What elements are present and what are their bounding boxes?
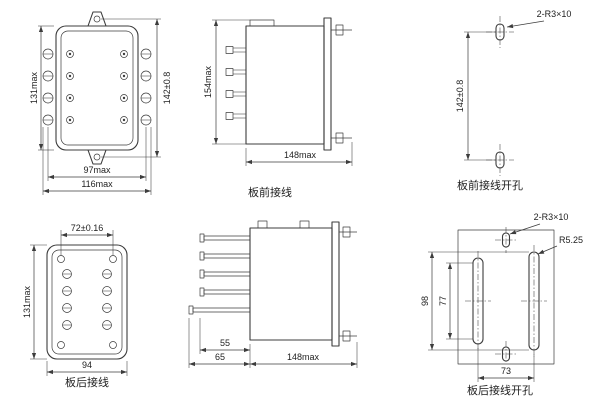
dim-label: 142±0.8 [455,80,465,112]
dimension-width-116: 116max [42,127,152,195]
dim-label: 77 [438,296,448,306]
dimension-slot-98: 98 [420,251,529,351]
dim-label: 154max [203,65,213,98]
hole-callout: 2-R3×10 [509,212,569,235]
view-front-wiring-side: 154max 148max 板前接线 [203,17,353,199]
mounting-slot-holes [495,227,517,362]
dim-label: 72±0.16 [71,223,103,233]
hole-callout: 2-R3×10 [506,9,572,29]
terminal-screws-side [225,46,246,120]
dimension-height-131: 131max [29,25,54,151]
dim-label: 148max [284,150,317,160]
dim-label: 131max [22,285,32,318]
mounting-studs [57,255,117,349]
terminal-holes [62,269,112,330]
dimension-depth-148: 148max [245,142,353,166]
dimension-pin-65: 65 [188,318,250,368]
dim-label: 94 [82,360,92,370]
dimension-height-154: 154max [203,19,250,145]
dim-label: 55 [220,338,230,348]
caption-front-wiring: 板前接线 [248,185,292,199]
terminal-screws-front [42,48,152,126]
dimension-width-97: 97max [47,127,147,181]
view-rear-wiring-front: 72±0.16 131max 94 板后接线 [22,223,128,389]
relay-case-rear-side [249,220,357,347]
dimension-depth-148: 148max [250,342,358,368]
dimension-width-94: 94 [46,360,128,376]
caption-rear-wiring-drill: 板后接线开孔 [467,383,533,397]
hole-note-label: 2-R3×10 [537,9,572,19]
relay-case-rear-front [46,244,128,360]
view-front-wiring-front: 131max 142±0.8 97max 116max [29,11,172,195]
hole-note-label: 2-R3×10 [534,212,569,222]
view-rear-wiring-drill: 98 77 73 2-R3×10 R5.25 板后接线开孔 [420,212,583,397]
dim-label: 98 [420,296,430,306]
radius-note-label: R5.25 [559,235,583,245]
dimension-height-131: 131max [22,244,47,360]
view-front-wiring-drill: 142±0.8 2-R3×10 板前接线开孔 [455,9,571,192]
dimension-stud-spacing-72: 72±0.16 [60,223,114,255]
dim-label: 73 [501,366,511,376]
dimension-hole-spacing-142: 142±0.8 [455,31,496,161]
dim-label: 142±0.8 [162,72,172,104]
dimension-slot-77: 77 [438,262,473,340]
dim-label: 131max [29,71,39,104]
terminal-slots [465,245,547,357]
dim-label: 116max [81,179,113,189]
slot-radius-callout: R5.25 [537,235,583,255]
caption-front-wiring-drill: 板前接线开孔 [457,178,523,192]
dim-label: 148max [287,352,320,362]
terminal-pins [188,233,251,315]
relay-case-side [245,17,352,151]
dim-label: 97max [83,165,111,175]
caption-rear-wiring: 板后接线 [65,375,109,389]
dim-label: 65 [215,352,225,362]
view-rear-wiring-side: 55 65 148max [188,220,358,368]
dimension-slot-spacing-73: 73 [477,348,535,382]
